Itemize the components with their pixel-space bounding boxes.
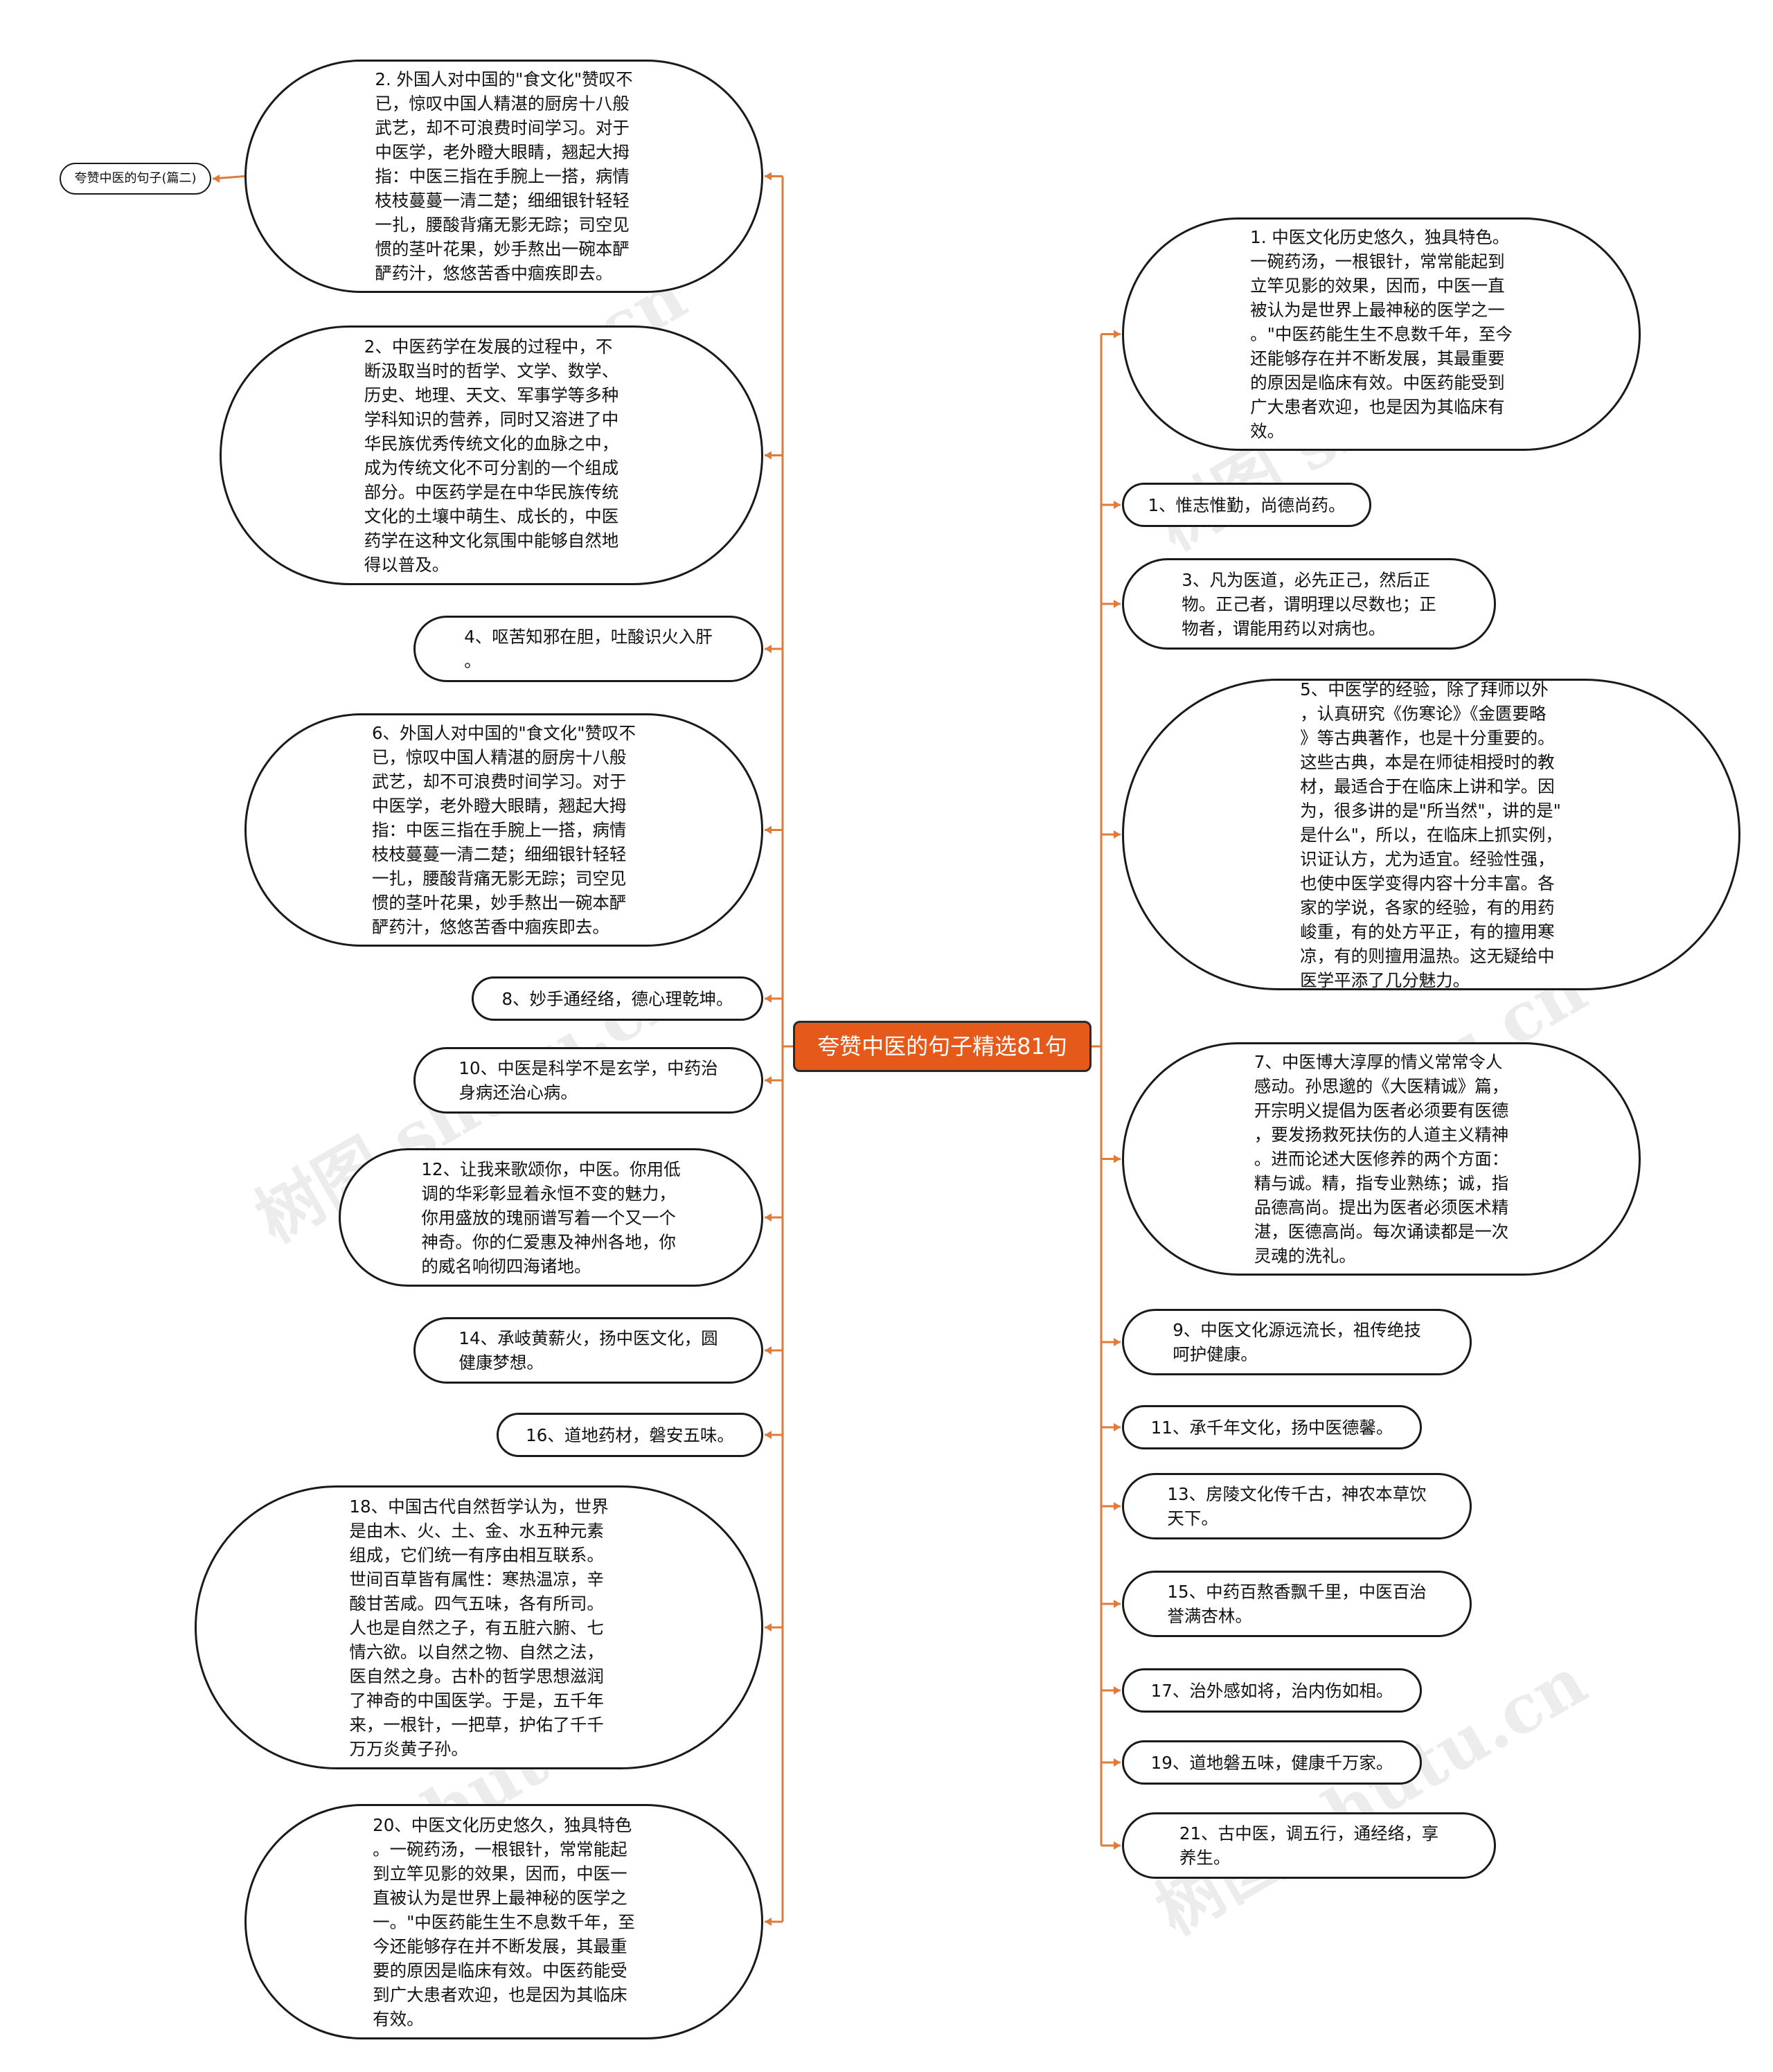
left-topic-text: 6、外国人对中国的"食文化"赞叹不 已，惊叹中国人精湛的厨房十八般 武艺，却不可… (371, 723, 636, 937)
left-topic-text: 8、妙手通经络，德心理乾坤。 (501, 988, 733, 1009)
left-topic-node[interactable]: 2. 外国人对中国的"食文化"赞叹不 已，惊叹中国人精湛的厨房十八般 武艺，却不… (244, 60, 763, 293)
arrow-head (765, 1918, 772, 1926)
arrow-head (1114, 1600, 1121, 1608)
arrow-head (1114, 600, 1121, 608)
right-topic-node[interactable]: 5、中医学的经验，除了拜师以外 ，认真研究《伤寒论》《金匮要略 》等古典著作，也… (1122, 679, 1740, 990)
left-topic-text: 2. 外国人对中国的"食文化"赞叹不 已，惊叹中国人精湛的厨房十八般 武艺，却不… (375, 69, 633, 283)
sub-topic-label: 夸赞中医的句子(篇二) (74, 171, 197, 186)
left-topic-text: 2、中医药学在发展的过程中，不 断汲取当时的哲学、文学、数学、 历史、地理、天文… (364, 336, 619, 575)
right-topic-node[interactable]: 19、道地磐五味，健康千万家。 (1122, 1740, 1422, 1785)
arrow-head (765, 172, 772, 181)
left-topic-node[interactable]: 8、妙手通经络，德心理乾坤。 (472, 976, 763, 1021)
arrow-head (1114, 1154, 1121, 1163)
right-topic-text: 11、承千年文化，扬中医德馨。 (1150, 1417, 1393, 1438)
arrow-head (765, 1346, 772, 1355)
right-topic-text: 1、惟志惟勤，尚德尚药。 (1148, 494, 1346, 515)
left-topic-text: 18、中国古代自然哲学认为，世界 是由木、火、土、金、水五种元素 组成，它们统一… (349, 1496, 609, 1759)
left-topic-node[interactable]: 4、呕苦知邪在胆，吐酸识火入肝 。 (413, 616, 763, 682)
arrow-head (1114, 1758, 1121, 1767)
right-topic-node[interactable]: 15、中药百熬香飘千里，中医百治 誉满杏林。 (1122, 1571, 1472, 1637)
left-topic-text: 20、中医文化历史悠久，独具特色 。一碗药汤，一根银针，常常能起 到立竿见影的效… (373, 1814, 635, 2029)
right-topic-node[interactable]: 11、承千年文化，扬中医德馨。 (1122, 1405, 1422, 1449)
arrow-head (765, 451, 772, 460)
left-topic-text: 16、道地药材，磐安五味。 (526, 1424, 734, 1445)
left-topic-text: 14、承岐黄薪火，扬中医文化，圆 健康梦想。 (458, 1328, 718, 1373)
right-topic-text: 21、古中医，调五行，通经络，享 养生。 (1179, 1823, 1439, 1868)
left-topic-node[interactable]: 6、外国人对中国的"食文化"赞叹不 已，惊叹中国人精湛的厨房十八般 武艺，却不可… (244, 713, 763, 947)
right-topic-text: 3、凡为医道，必先正己，然后正 物。正己者，谓明理以尽数也；正 物者，谓能用药以… (1182, 569, 1436, 638)
arrow-head (765, 1623, 772, 1632)
right-topic-text: 1. 中医文化历史悠久，独具特色。 一碗药汤，一根银针，常常能起到 立竿见影的效… (1250, 227, 1513, 441)
center-topic-label: 夸赞中医的句子精选81句 (817, 1033, 1067, 1060)
sub-topic-node[interactable]: 夸赞中医的句子(篇二) (60, 163, 211, 195)
center-topic[interactable]: 夸赞中医的句子精选81句 (793, 1021, 1092, 1072)
right-topic-text: 17、治外感如将，治内伤如相。 (1150, 1680, 1393, 1701)
right-topic-text: 9、中医文化源远流长，祖传绝技 呵护健康。 (1173, 1320, 1421, 1364)
right-topic-node[interactable]: 13、房陵文化传千古，神农本草饮 天下。 (1122, 1473, 1472, 1539)
arrow-head (1114, 1686, 1121, 1695)
left-topic-node[interactable]: 20、中医文化历史悠久，独具特色 。一碗药汤，一根银针，常常能起 到立竿见影的效… (244, 1804, 763, 2039)
left-topic-node[interactable]: 2、中医药学在发展的过程中，不 断汲取当时的哲学、文学、数学、 历史、地理、天文… (220, 325, 763, 585)
arrow-head (1114, 1841, 1121, 1850)
arrow-head (1114, 830, 1121, 839)
left-topic-node[interactable]: 18、中国古代自然哲学认为，世界 是由木、火、土、金、水五种元素 组成，它们统一… (195, 1485, 763, 1769)
arrow-head (765, 1076, 772, 1084)
right-topic-node[interactable]: 1. 中医文化历史悠久，独具特色。 一碗药汤，一根银针，常常能起到 立竿见影的效… (1122, 217, 1641, 451)
right-topic-node[interactable]: 21、古中医，调五行，通经络，享 养生。 (1122, 1812, 1496, 1879)
arrow-head (765, 1213, 772, 1222)
right-topic-node[interactable]: 1、惟志惟勤，尚德尚药。 (1122, 483, 1371, 527)
left-topic-text: 10、中医是科学不是玄学，中药治 身病还治心病。 (458, 1058, 718, 1102)
arrow-head (213, 175, 220, 183)
arrow-head (1114, 330, 1121, 339)
arrow-head (1114, 1502, 1121, 1510)
right-topic-text: 19、道地磐五味，健康千万家。 (1150, 1752, 1393, 1773)
arrow-head (765, 645, 772, 653)
left-topic-node[interactable]: 12、让我来歌颂你，中医。你用低 调的华彩彰显着永恒不变的魅力， 你用盛放的瑰丽… (339, 1148, 763, 1287)
arrow-head (765, 994, 772, 1003)
left-topic-node[interactable]: 10、中医是科学不是玄学，中药治 身病还治心病。 (413, 1047, 763, 1114)
arrow-head (1114, 1338, 1121, 1346)
arrow-head (765, 1431, 772, 1439)
right-topic-node[interactable]: 7、中医博大淳厚的情义常常令人 感动。孙思邈的《大医精诚》篇， 开宗明义提倡为医… (1122, 1042, 1641, 1276)
right-topic-node[interactable]: 9、中医文化源远流长，祖传绝技 呵护健康。 (1122, 1309, 1472, 1375)
arrow-head (1114, 501, 1121, 509)
left-topic-node[interactable]: 14、承岐黄薪火，扬中医文化，圆 健康梦想。 (413, 1317, 763, 1384)
right-topic-text: 7、中医博大淳厚的情义常常令人 感动。孙思邈的《大医精诚》篇， 开宗明义提倡为医… (1254, 1052, 1509, 1266)
right-topic-text: 13、房陵文化传千古，神农本草饮 天下。 (1167, 1484, 1427, 1528)
right-topic-text: 5、中医学的经验，除了拜师以外 ，认真研究《伤寒论》《金匮要略 》等古典著作，也… (1300, 679, 1562, 990)
right-topic-node[interactable]: 3、凡为医道，必先正己，然后正 物。正己者，谓明理以尽数也；正 物者，谓能用药以… (1122, 558, 1496, 650)
right-topic-text: 15、中药百熬香飘千里，中医百治 誉满杏林。 (1167, 1582, 1427, 1626)
right-topic-node[interactable]: 17、治外感如将，治内伤如相。 (1122, 1668, 1422, 1713)
left-topic-text: 4、呕苦知邪在胆，吐酸识火入肝 。 (464, 627, 713, 671)
arrow-head (1114, 1423, 1121, 1431)
left-topic-text: 12、让我来歌颂你，中医。你用低 调的华彩彰显着永恒不变的魅力， 你用盛放的瑰丽… (421, 1159, 681, 1276)
left-topic-node[interactable]: 16、道地药材，磐安五味。 (497, 1413, 763, 1457)
arrow-head (765, 825, 772, 834)
